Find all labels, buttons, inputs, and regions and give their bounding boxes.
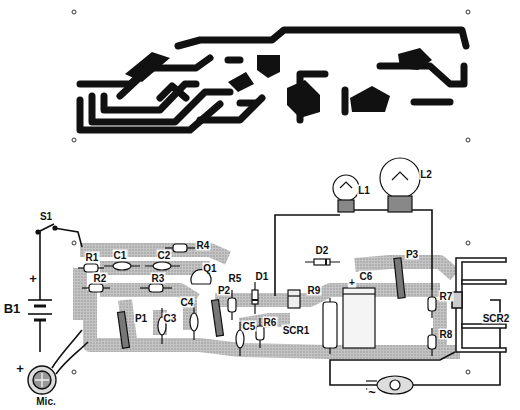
part-label: + — [15, 363, 25, 374]
part-label: C3 — [163, 313, 178, 324]
semiconductors — [118, 258, 406, 348]
part-label: L2 — [419, 169, 433, 180]
part-label: R4 — [196, 240, 211, 251]
battery-symbol — [28, 285, 52, 335]
part-label: + — [28, 273, 38, 284]
part-label: Mic. — [35, 396, 56, 407]
part-label: B1 — [3, 303, 22, 314]
part-label: SCR2 — [482, 313, 511, 324]
part-label: S1 — [39, 211, 53, 222]
part-label: R2 — [93, 273, 108, 284]
part-label: R5 — [228, 273, 243, 284]
part-label: R7 — [439, 291, 454, 302]
part-label: R6 — [263, 317, 278, 328]
part-label: P2 — [217, 285, 231, 296]
part-label: C4 — [180, 297, 195, 308]
diodes — [252, 259, 340, 314]
corner-marks — [72, 10, 470, 374]
part-label: R9 — [307, 285, 322, 296]
part-label: L1 — [357, 185, 371, 196]
copper-artwork — [80, 30, 466, 130]
part-label: R1 — [85, 252, 100, 263]
heatsink — [452, 258, 506, 352]
part-label: C2 — [157, 250, 172, 261]
part-label: R8 — [439, 329, 454, 340]
part-label: + — [348, 277, 356, 288]
microphone — [28, 366, 56, 394]
switch-symbol — [36, 224, 57, 234]
wires — [38, 210, 500, 385]
part-label: D2 — [315, 245, 330, 256]
part-label: R3 — [151, 273, 166, 284]
part-label: C5 — [242, 321, 257, 332]
part-label: P3 — [405, 249, 419, 260]
capacitors — [104, 262, 375, 356]
part-label: ~ — [367, 387, 377, 398]
part-label: C6 — [359, 271, 374, 282]
part-label: Q1 — [202, 263, 217, 274]
copper-pads — [125, 48, 432, 118]
part-label: SCR1 — [282, 325, 311, 336]
shaded-copper — [80, 250, 460, 352]
part-label: D1 — [255, 271, 270, 282]
resistors — [78, 244, 436, 356]
part-label: C1 — [113, 250, 128, 261]
lamps — [333, 158, 420, 212]
part-label: P1 — [134, 313, 148, 324]
